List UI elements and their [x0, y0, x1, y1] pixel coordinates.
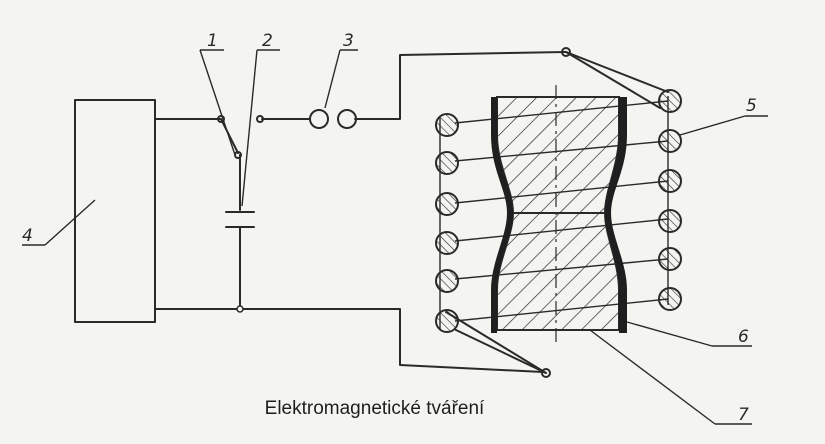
coil-turns-right — [658, 89, 682, 311]
label-2: 2 — [262, 31, 273, 51]
caption-text: Elektromagnetické tváření — [264, 398, 485, 419]
workpiece-die — [491, 85, 627, 345]
label-4: 4 — [22, 226, 33, 246]
label-5: 5 — [746, 96, 757, 116]
power-source-box — [74, 99, 156, 323]
label-1: 1 — [207, 31, 218, 51]
coil-leads — [445, 47, 669, 378]
capacitor — [225, 211, 255, 313]
label-3: 3 — [343, 31, 354, 51]
circuit-wires — [154, 51, 566, 373]
spark-gap — [309, 109, 357, 129]
label-7: 7 — [738, 405, 749, 425]
leader-lines — [22, 49, 768, 425]
coil-turns-left — [435, 113, 459, 333]
label-6: 6 — [738, 327, 749, 347]
figure-caption: Elektromagnetické tváření — [0, 398, 825, 420]
